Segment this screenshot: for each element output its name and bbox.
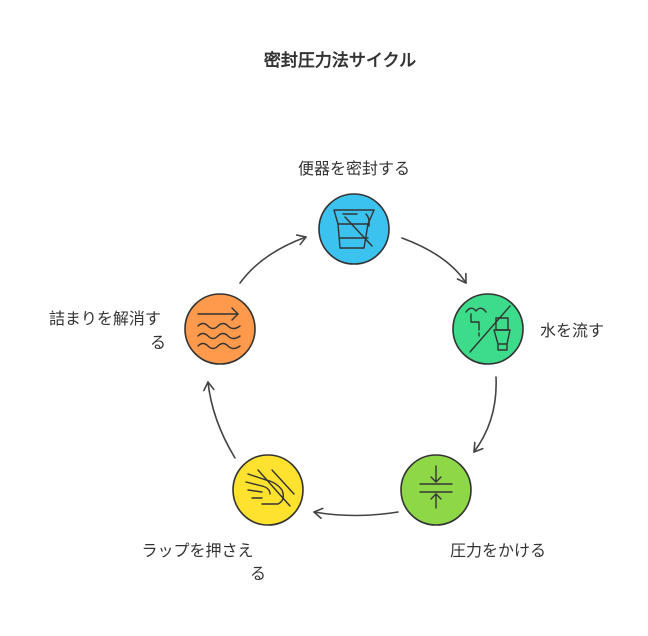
toilet-seal-icon	[333, 209, 375, 249]
step-apply-pressure: 圧力をかける	[400, 454, 546, 560]
step-label-line: る	[250, 564, 266, 583]
step-label: ラップを押さえ る	[141, 541, 266, 583]
step-clear-clog: 詰まりを解消す る	[49, 293, 256, 365]
step-flush-water: 水を流す	[452, 293, 604, 365]
step-circle	[184, 293, 256, 365]
step-circle	[400, 454, 472, 526]
step-label-line: 水を流す	[540, 321, 604, 340]
step-label-line: ラップを押さえ	[141, 541, 253, 560]
step-label: 詰まりを解消す る	[49, 309, 166, 352]
arrow-step5-to-step1	[239, 234, 307, 284]
step-label-line: 便器を密封する	[298, 159, 410, 178]
arrow-step3-to-step4	[313, 507, 399, 520]
hand-press-icon	[245, 469, 295, 507]
step-label: 便器を密封する	[298, 159, 410, 178]
step-label: 圧力をかける	[450, 541, 546, 560]
diagram-title: 密封圧力法サイクル	[264, 50, 416, 71]
step-label-line: る	[150, 333, 166, 352]
water-flow-icon	[197, 307, 241, 350]
step-label: 水を流す	[540, 321, 604, 340]
step-circle	[452, 293, 524, 365]
step-circle	[318, 193, 390, 265]
arrow-step1-to-step2	[401, 237, 467, 284]
step-label-line: 詰まりを解消す	[49, 309, 161, 328]
compress-icon	[419, 465, 453, 509]
arrow-step4-to-step5	[203, 381, 236, 459]
step-press-wrap: ラップを押さえ る	[141, 454, 304, 583]
arrow-step2-to-step3	[473, 376, 497, 453]
no-flush-icon	[465, 305, 511, 353]
step-label-line: 圧力をかける	[450, 541, 546, 560]
step-seal-toilet: 便器を密封する	[298, 159, 410, 265]
